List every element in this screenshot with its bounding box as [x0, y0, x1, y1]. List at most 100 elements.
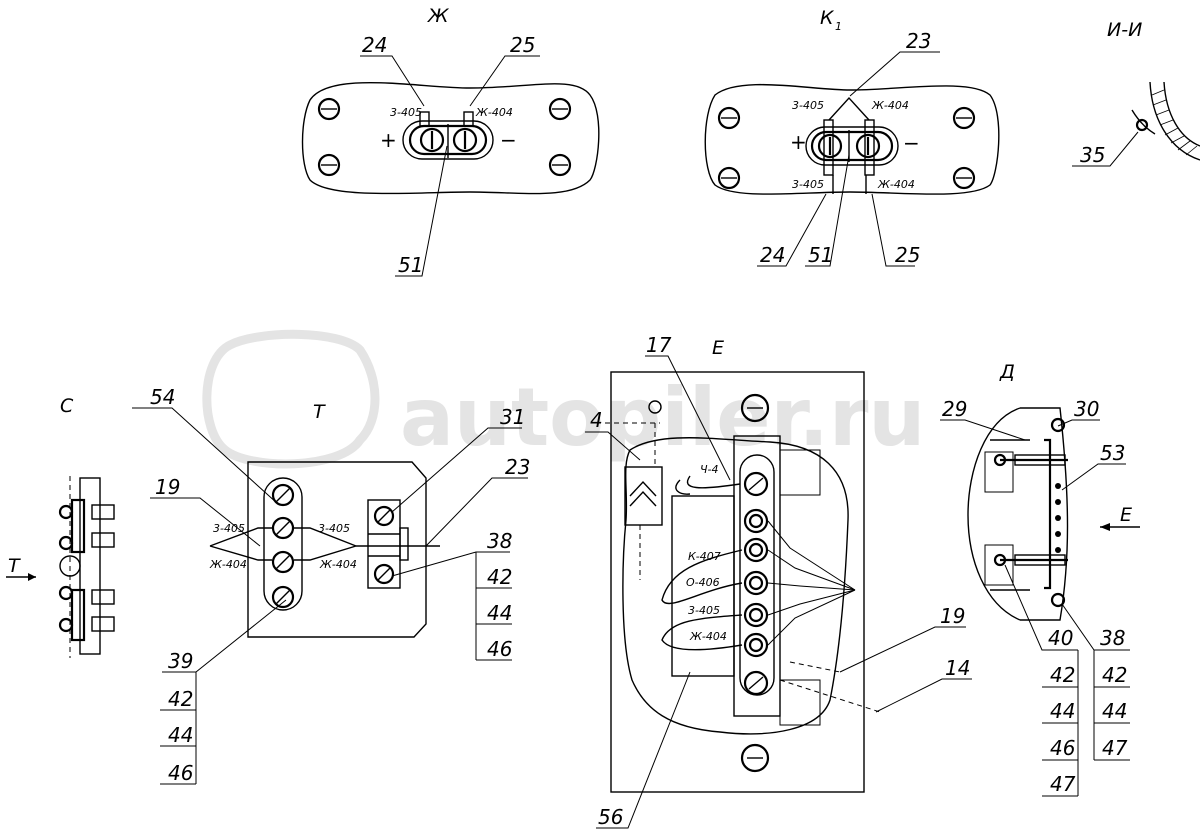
callout-56: 56 — [598, 805, 623, 829]
e-wire-k407: К-407 — [688, 550, 721, 563]
callout-19: 19 — [940, 604, 965, 628]
terminal-icon — [743, 602, 769, 628]
bolt-icon — [1050, 417, 1066, 433]
t-wire-3405-left: 3-405 — [213, 522, 245, 535]
callout-31: 31 — [500, 405, 525, 429]
view-k1-sub: 1 — [835, 20, 842, 33]
view-e-title: Е — [712, 337, 724, 359]
callout-24: 24 — [362, 33, 387, 57]
k1-plus: + — [790, 130, 807, 154]
view-e: Е Ч-4 К-407 О-406 — [585, 333, 972, 829]
mid-stack-item: 44 — [487, 601, 512, 625]
bolt-icon — [1050, 592, 1066, 608]
d38-stack-item: 47 — [1102, 736, 1128, 760]
callout-51: 51 — [808, 243, 833, 267]
terminal-icon — [743, 570, 769, 596]
callout-25: 25 — [895, 243, 920, 267]
zh-plate-outline — [301, 81, 600, 195]
screw-icon — [717, 106, 741, 130]
terminal-icon — [743, 632, 769, 658]
d40-stack-item: 44 — [1050, 699, 1075, 723]
screw-icon — [373, 563, 395, 585]
screw-icon — [743, 670, 769, 696]
callout-23: 23 — [505, 455, 530, 479]
left-stack-item: 46 — [168, 761, 193, 785]
zh-wire-zh404: Ж-404 — [475, 106, 513, 119]
k1-wire-3405-top: 3-405 — [792, 99, 824, 112]
e-panel — [610, 371, 865, 793]
callout-25: 25 — [510, 33, 535, 57]
screw-icon — [271, 550, 295, 574]
callout-35: 35 — [1080, 143, 1105, 167]
k1-plate-outline — [704, 83, 1000, 195]
d40-stack-item: 46 — [1050, 736, 1075, 760]
screw-icon — [717, 166, 741, 190]
view-t: Т 3-405 Ж-404 3-405 Ж-404 54 19 31 23 38 — [132, 385, 530, 785]
screw-icon — [743, 471, 769, 497]
view-d: Д Е 29 30 53 40 38 — [940, 361, 1140, 797]
callout-17: 17 — [646, 333, 672, 357]
e-wire-o406: О-406 — [686, 576, 720, 589]
t-plate — [247, 461, 427, 638]
screw-icon — [740, 393, 770, 423]
k1-wire-zh404-bottom: Ж-404 — [877, 178, 915, 191]
view-c: С Т — [6, 395, 115, 658]
t-wire-zh404-left: Ж-404 — [209, 558, 247, 571]
view-k1: К 1 + − 3-405 Ж-404 3-405 Ж-404 23 24 51… — [704, 7, 1000, 267]
view-t-title: Т — [313, 401, 326, 423]
d40-stack-item: 47 — [1050, 772, 1076, 796]
callout-23: 23 — [906, 29, 931, 53]
zh-plus: + — [380, 128, 397, 152]
e-wire-3405: 3-405 — [688, 604, 720, 617]
callout-38: 38 — [487, 529, 512, 553]
screw-icon — [952, 106, 976, 130]
callout-51: 51 — [398, 253, 423, 277]
zh-socket — [402, 120, 494, 160]
mid-stack-item: 46 — [487, 637, 512, 661]
d38-stack-item: 42 — [1102, 663, 1127, 687]
k1-wire-zh404-top: Ж-404 — [871, 99, 909, 112]
terminal-icon — [743, 537, 769, 563]
screw-icon — [548, 97, 572, 121]
callout-54: 54 — [150, 385, 175, 409]
view-d-title: Д — [999, 361, 1015, 383]
screw-icon — [271, 483, 295, 507]
d40-stack-item: 42 — [1050, 663, 1075, 687]
mid-stack-item: 42 — [487, 565, 512, 589]
screw-icon — [740, 743, 770, 773]
callout-40: 40 — [1048, 626, 1073, 650]
screw-icon — [317, 97, 341, 121]
callout-14: 14 — [945, 656, 970, 680]
screw-icon — [373, 505, 395, 527]
bolt-icon — [993, 453, 1007, 467]
screw-icon — [548, 153, 572, 177]
screw-icon — [952, 166, 976, 190]
zh-minus: − — [500, 128, 517, 152]
t-terminal-strip — [263, 477, 303, 611]
view-ii-title: И-И — [1107, 19, 1142, 41]
d-housing — [967, 407, 1021, 621]
e-wire-zh404: Ж-404 — [689, 630, 727, 643]
e-bracket — [624, 466, 663, 526]
screw-icon — [271, 516, 295, 540]
callout-29: 29 — [942, 397, 967, 421]
watermark-text: autopiler.ru — [400, 371, 925, 464]
view-ii: И-И 35 — [1072, 19, 1200, 167]
watermark: autopiler.ru — [202, 329, 925, 469]
view-c-title: С — [60, 395, 74, 417]
view-c-arrow-label: Т — [8, 555, 21, 577]
callout-4: 4 — [590, 408, 603, 432]
left-stack-item: 44 — [168, 723, 193, 747]
e-wire-ch4: Ч-4 — [700, 463, 719, 476]
d38-stack-item: 44 — [1102, 699, 1127, 723]
t-wire-zh404-right: Ж-404 — [319, 558, 357, 571]
view-zh-title: Ж — [427, 5, 450, 27]
k1-wire-3405-bottom: 3-405 — [792, 178, 824, 191]
view-d-arrow-label: Е — [1120, 504, 1132, 526]
screw-icon — [271, 585, 295, 609]
callout-38: 38 — [1100, 626, 1125, 650]
screw-icon — [317, 153, 341, 177]
callout-53: 53 — [1100, 441, 1125, 465]
view-k1-title: К — [820, 7, 835, 29]
